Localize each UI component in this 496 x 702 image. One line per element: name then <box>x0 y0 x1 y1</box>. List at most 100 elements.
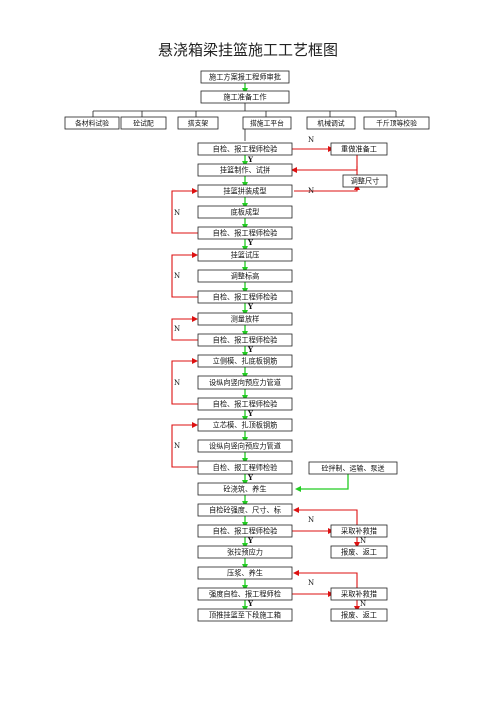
node-box <box>197 226 293 240</box>
no-label: N <box>360 537 366 545</box>
node-label: 自检、报工程师检验 <box>213 293 278 302</box>
node-box <box>306 116 356 130</box>
node-inspect-7: 自检、报工程师检验 <box>197 524 293 538</box>
node-label: 顶推挂篮至下段施工箱 <box>209 611 281 620</box>
node-ducts-2: 设纵向竖向预应力管道 <box>197 439 293 453</box>
node-box <box>330 524 388 538</box>
node-box <box>64 116 120 130</box>
node-adjust-elev: 调整标高 <box>197 269 293 283</box>
yes-label: Y <box>247 238 254 247</box>
node-box <box>197 397 293 411</box>
node-box <box>120 116 167 130</box>
node-jack-calibration: 千斤顶等校验 <box>363 116 430 130</box>
node-remedy-2: 采取补救措 <box>330 587 388 601</box>
no-label: N <box>174 325 180 333</box>
node-box <box>330 608 388 622</box>
node-box <box>197 163 293 177</box>
fail-loop <box>171 252 198 298</box>
node-label: 采取补救措 <box>341 527 377 536</box>
node-label: 各材料试验 <box>75 118 109 127</box>
concrete-supply-arrow <box>295 474 349 492</box>
node-label: 砼浇筑、养生 <box>223 485 266 494</box>
fail-loop <box>171 188 198 234</box>
node-cradle-preload: 挂篮试压 <box>197 248 293 262</box>
node-label: 挂篮制作、试拼 <box>220 166 270 175</box>
yes-label: Y <box>247 599 254 608</box>
node-box <box>197 333 293 347</box>
node-box <box>308 461 398 475</box>
node-support-frame: 搭支架 <box>177 116 219 130</box>
node-adjust-size: 调整尺寸 <box>342 174 388 188</box>
yes-label: Y <box>247 409 254 418</box>
node-inspect-6: 自检、报工程师检验 <box>197 460 293 475</box>
node-prep-work: 施工准备工作 <box>200 90 290 104</box>
node-box <box>197 608 293 622</box>
node-label: 挂篮试压 <box>231 251 260 260</box>
node-machine-debug: 机械调试 <box>306 116 356 130</box>
no-label: N <box>308 579 314 587</box>
node-label: 自检、报工程师检验 <box>213 145 278 154</box>
node-box <box>200 70 290 84</box>
node-label: 立芯模、扎顶板钢筋 <box>213 421 278 430</box>
fail-loop <box>171 358 198 405</box>
no-label: N <box>174 379 180 387</box>
node-label: 底板成型 <box>231 208 260 217</box>
node-pour-cure: 砼浇筑、养生 <box>197 482 293 496</box>
no-label: N <box>308 187 314 195</box>
yes-label: Y <box>247 345 254 354</box>
decision-labels: Y N N Y N Y N Y N Y N Y N N Y N N Y N <box>174 136 366 608</box>
node-box <box>197 545 293 559</box>
node-box <box>197 290 293 304</box>
node-tension: 张拉预应力 <box>197 545 293 559</box>
node-box <box>197 439 293 453</box>
node-label: 砼拌制、运输、泵送 <box>322 464 385 473</box>
node-box <box>197 503 293 517</box>
node-label: 报废、返工 <box>341 548 377 557</box>
node-bottom-form: 底板成型 <box>197 205 293 219</box>
node-label: 压浆、养生 <box>227 569 263 578</box>
node-label: 自检、报工程师检验 <box>213 229 278 238</box>
node-label: 挂篮拼装成型 <box>223 187 266 196</box>
node-move-cradle: 顶推挂篮至下段施工箱 <box>197 608 293 622</box>
node-box <box>363 116 430 130</box>
node-box <box>197 184 293 198</box>
node-box <box>197 482 293 496</box>
node-label: 自检砼强度、尺寸、标 <box>209 506 281 515</box>
node-label: 千斤顶等校验 <box>376 118 417 127</box>
node-label: 设纵向竖向预应力管道 <box>209 378 281 387</box>
node-box <box>197 142 293 156</box>
no-label: N <box>174 272 180 280</box>
node-label: 施工准备工作 <box>223 93 266 102</box>
node-cradle-make: 挂篮制作、试拼 <box>197 163 293 177</box>
node-label: 砼试配 <box>133 118 154 127</box>
node-label: 采取补救措 <box>341 590 377 599</box>
node-scrap-2: 报废、返工 <box>330 608 388 622</box>
yes-label: Y <box>247 302 254 311</box>
yes-label: Y <box>247 473 254 482</box>
fail-arrow <box>294 184 360 192</box>
no-label: N <box>308 136 314 144</box>
node-label: 施工方案报工程师审批 <box>209 73 281 82</box>
node-inspect-1: 自检、报工程师检验 <box>197 142 293 156</box>
node-inspect-2: 自检、报工程师检验 <box>197 226 293 240</box>
node-label: 调整尺寸 <box>351 177 380 186</box>
connectors <box>92 83 397 612</box>
node-strength-check: 强度自检、报工程师检 <box>197 587 293 601</box>
node-label: 强度自检、报工程师检 <box>209 590 281 599</box>
node-inspect-3: 自检、报工程师检验 <box>197 290 293 304</box>
node-label: 搭支架 <box>188 118 209 127</box>
node-box <box>197 587 293 601</box>
node-concrete-mix: 砼试配 <box>120 116 167 130</box>
fail-loop <box>171 422 198 468</box>
node-box <box>200 90 290 104</box>
node-label: 自检、报工程师检验 <box>213 463 278 472</box>
node-inspect-4: 自检、报工程师检验 <box>197 333 293 347</box>
node-grout-cure: 压浆、养生 <box>197 566 293 580</box>
fail-return-line <box>293 507 358 525</box>
node-box <box>197 375 293 390</box>
node-box <box>197 248 293 262</box>
node-measure-setout: 测量放样 <box>197 312 293 326</box>
node-label: 张拉预应力 <box>227 548 263 557</box>
diagram-title: 悬浇箱梁挂篮施工工艺框图 <box>158 41 338 59</box>
node-label: 搭施工平台 <box>250 118 284 127</box>
